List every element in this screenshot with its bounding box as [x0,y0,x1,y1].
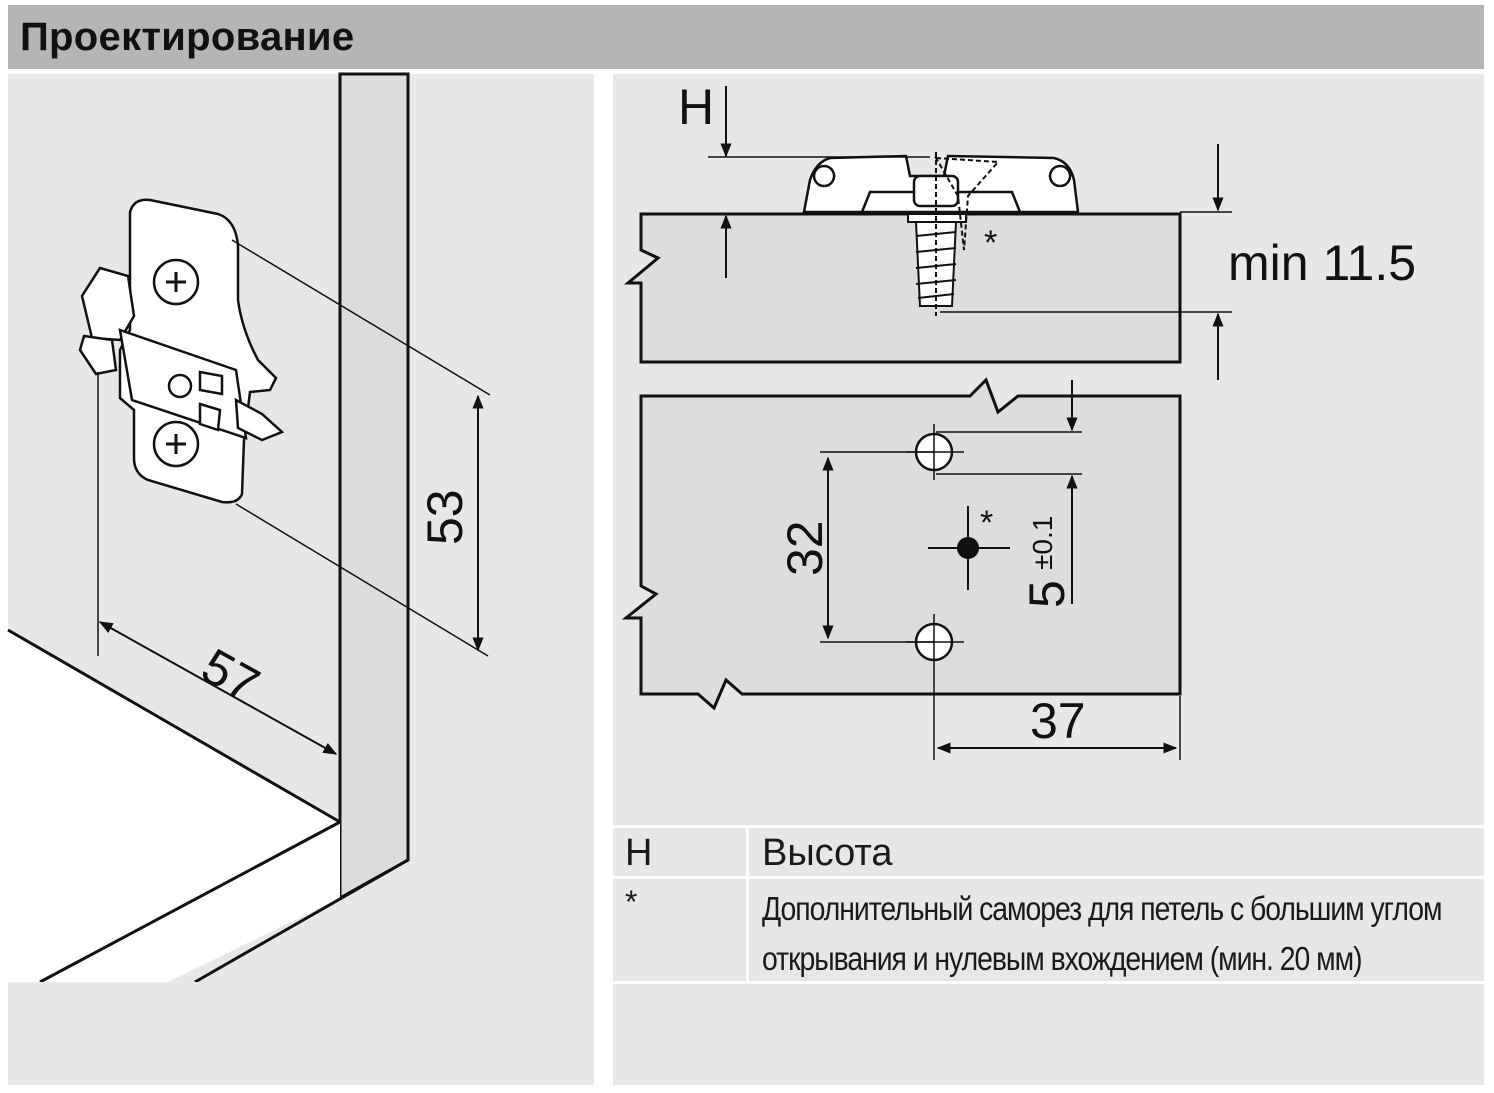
page-title: Проектирование [20,15,355,59]
section-board [623,212,1182,364]
dimension-32 [820,451,934,643]
center-point [928,506,1010,590]
label-h: H [678,79,714,135]
legend-col-divider [746,825,749,984]
legend-bottom-divider [613,981,1484,984]
cabinet-bottom-panel [7,628,594,1085]
plan-board [621,377,1182,711]
dimension-37 [936,696,1181,760]
screw-additional [934,152,1001,316]
legend-top-divider [613,825,1484,828]
header-bar: Проектирование [8,5,1484,69]
dim-53-label: 53 [417,489,473,545]
dim-5-label: 5 [1019,580,1075,608]
dim-5-tolerance: ±0.1 [1027,516,1058,570]
legend-text-screw-line1: Дополнительный саморез для петель с боль… [762,890,1442,927]
dimension-53: 53 [417,394,484,652]
dim-37-label: 37 [1030,693,1086,749]
dimension-leaders [97,239,491,657]
legend-key-asterisk: * [625,884,638,920]
mounting-plate [78,198,285,504]
label-min: min 11.5 [1228,235,1416,291]
screw-asterisk: * [984,224,997,262]
legend-key-h: H [625,832,653,874]
legend-row-divider [613,876,1484,879]
center-asterisk: * [980,504,993,542]
legend-text-screw-line2: открывания и нулевым вхождением (мин. 20… [762,940,1363,977]
plate-section [802,154,1080,214]
dim-32-label: 32 [777,520,833,576]
dimension-h [708,86,930,278]
dimension-5 [936,380,1082,604]
dimension-min [940,144,1232,380]
legend-text-height: Высота [762,832,893,874]
